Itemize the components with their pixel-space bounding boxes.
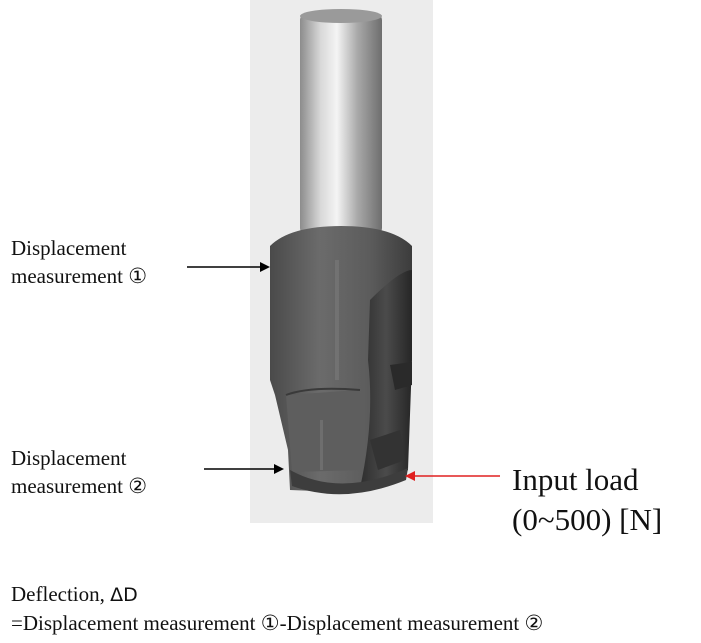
formula-line2: =Displacement measurement ①-Displacement… [11, 611, 544, 635]
formula-line1-text: Deflection, [11, 582, 111, 606]
input-load-line2: (0~500) [N] [512, 502, 663, 537]
end-mill-illustration [270, 9, 412, 495]
deflection-formula: Deflection, ΔD =Displacement measurement… [11, 580, 543, 637]
measurement-1-line2: measurement ① [11, 264, 148, 288]
delta-d-symbol: ΔD [110, 584, 138, 606]
measurement-1-line1: Displacement [11, 236, 127, 260]
shank [300, 14, 382, 234]
measurement-2-line2: measurement ② [11, 474, 148, 498]
measurement-1-label: Displacement measurement ① [11, 234, 147, 290]
input-load-line1: Input load [512, 462, 639, 497]
end-mill-photo [250, 0, 433, 523]
input-load-label: Input load (0~500) [N] [512, 460, 662, 540]
measurement-2-label: Displacement measurement ② [11, 444, 147, 500]
formula-line1: Deflection, ΔD [11, 580, 543, 609]
measurement-2-line1: Displacement [11, 446, 127, 470]
